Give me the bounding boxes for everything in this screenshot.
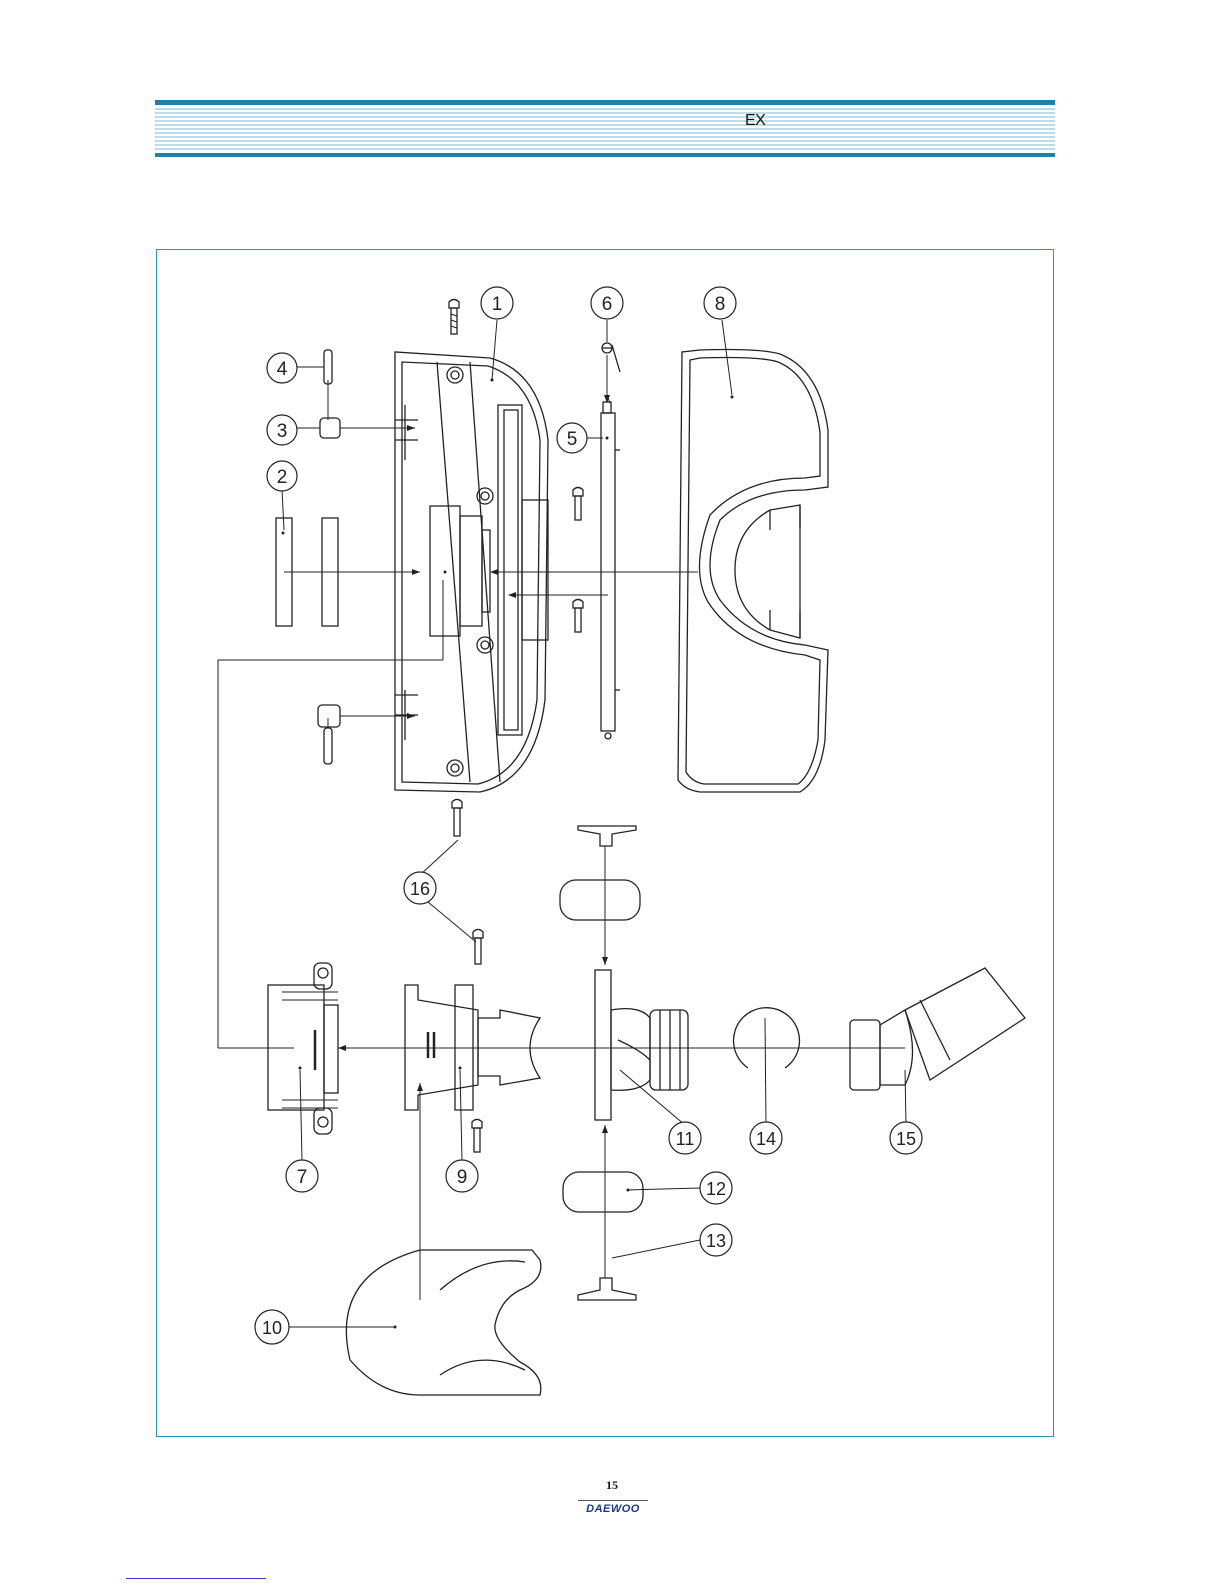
svg-text:14: 14 [756, 1129, 776, 1149]
callout-14: 14 [750, 1122, 782, 1154]
callouts: 1 2 3 4 5 6 7 8 9 10 11 12 13 14 15 16 [255, 287, 922, 1344]
callout-3: 3 [267, 415, 297, 445]
callout-11: 11 [669, 1122, 701, 1154]
callout-4: 4 [267, 353, 297, 383]
part-spring [602, 343, 620, 372]
part-wheel-top [560, 880, 640, 920]
footer-link-rule [126, 1578, 266, 1579]
page-number: 15 [602, 1478, 622, 1493]
part-plate [601, 402, 620, 739]
part-joint [595, 970, 688, 1120]
callout-8: 8 [704, 287, 736, 319]
svg-text:11: 11 [676, 1129, 695, 1149]
part-roller-top [320, 418, 340, 438]
svg-text:12: 12 [706, 1179, 726, 1199]
svg-text:3: 3 [277, 421, 288, 442]
arrowheads [338, 395, 610, 1133]
callout-13: 13 [700, 1224, 732, 1256]
callout-9: 9 [446, 1160, 478, 1192]
part-screws-plate [573, 488, 583, 633]
callout-16: 16 [404, 872, 436, 904]
callout-dots [282, 379, 734, 1329]
callout-2: 2 [267, 461, 297, 491]
part-screws-16 [452, 800, 483, 1153]
svg-text:8: 8 [715, 294, 726, 315]
part-pin-top [324, 350, 332, 384]
assembly-lines [218, 355, 905, 1300]
svg-text:16: 16 [410, 879, 430, 899]
callout-12: 12 [700, 1172, 732, 1204]
callout-5: 5 [557, 423, 587, 453]
part-wheel-bottom [563, 1172, 643, 1212]
svg-text:2: 2 [277, 467, 288, 488]
brand-logo: DAEWOO [578, 1503, 648, 1515]
svg-text:13: 13 [706, 1231, 726, 1251]
svg-text:1: 1 [492, 294, 503, 315]
svg-text:15: 15 [896, 1129, 916, 1149]
part-clip [734, 1008, 800, 1068]
callout-1: 1 [481, 287, 513, 319]
callout-10: 10 [255, 1310, 289, 1344]
part-roller-bottom [318, 705, 340, 727]
callout-7: 7 [286, 1160, 318, 1192]
svg-text:6: 6 [602, 294, 613, 315]
callout-6: 6 [591, 287, 623, 319]
part-pin-bottom [324, 728, 332, 764]
svg-text:5: 5 [567, 429, 578, 450]
part-screw-top [449, 300, 459, 335]
callout-leaders [282, 320, 906, 1327]
part-axles [578, 826, 636, 1300]
svg-text:4: 4 [277, 359, 288, 380]
part-guard-inner [440, 1261, 525, 1375]
callout-15: 15 [890, 1122, 922, 1154]
svg-text:9: 9 [457, 1167, 468, 1188]
page-number-rule [578, 1500, 648, 1501]
svg-text:7: 7 [297, 1167, 308, 1188]
part-hose-cuff [850, 968, 1025, 1090]
svg-text:10: 10 [262, 1318, 282, 1338]
part-cover [678, 350, 828, 793]
